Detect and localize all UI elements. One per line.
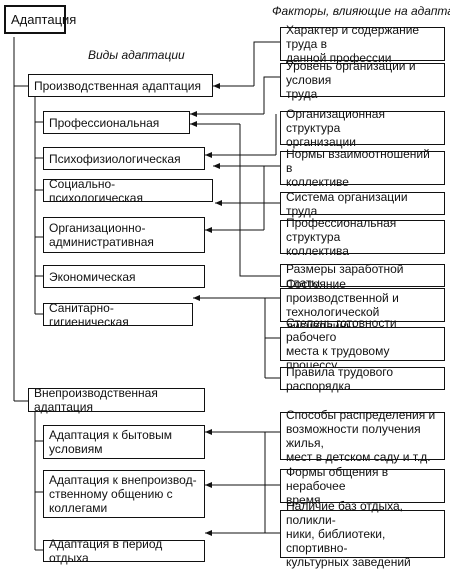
factor-box: Уровень организации и условия труда <box>280 59 445 101</box>
factor-box: Размеры заработной платы <box>280 262 445 290</box>
factor-box: Формы общения в нерабочее время <box>280 465 445 507</box>
root-node: Адаптация <box>4 5 76 34</box>
types-header: Виды адаптации <box>88 48 185 62</box>
factor-box: Характер и содержание труда в данной про… <box>280 23 445 65</box>
type-sanitary-hygienic: Санитарно-гигиеническая <box>43 301 193 329</box>
type-leisure-adaptation: Адаптация в период отдыха <box>43 537 205 565</box>
type-non-work-communication-adaptation: Адаптация к внепроизвод- ственному общен… <box>43 470 205 518</box>
type-household-adaptation: Адаптация к бытовым условиям <box>43 425 205 459</box>
factor-box: Способы распределения и возможности полу… <box>280 408 445 464</box>
type-psychophysiological: Психофизиологическая <box>43 147 205 170</box>
factor-box: Профессиональная структура коллектива <box>280 216 445 258</box>
type-socio-psychological: Социально-психологическая <box>43 177 213 205</box>
factor-box: Система организации труда <box>280 190 445 218</box>
factor-box: Степень готовности рабочего места к труд… <box>280 316 445 372</box>
factor-box: Нормы взаимоотношений в коллективе <box>280 147 445 189</box>
factor-box: Наличие баз отдыха, поликли- ники, библи… <box>280 499 445 569</box>
root-label: Адаптация <box>11 11 77 27</box>
factor-box: Правила трудового распорядка <box>280 365 445 393</box>
group-production-adaptation: Производственная адаптация <box>28 74 213 97</box>
type-economic: Экономическая <box>43 265 205 288</box>
factors-header: Факторы, влияющие на адаптацию <box>272 4 450 18</box>
type-organizational-administrative: Организационно- административная <box>43 217 205 253</box>
factor-box: Состояние производственной и технологиче… <box>280 277 445 333</box>
group-non-production-adaptation: Внепроизводственная адаптация <box>28 386 205 414</box>
type-professional: Профессиональная <box>43 111 190 134</box>
factor-box: Организационная структура организации <box>280 107 445 149</box>
